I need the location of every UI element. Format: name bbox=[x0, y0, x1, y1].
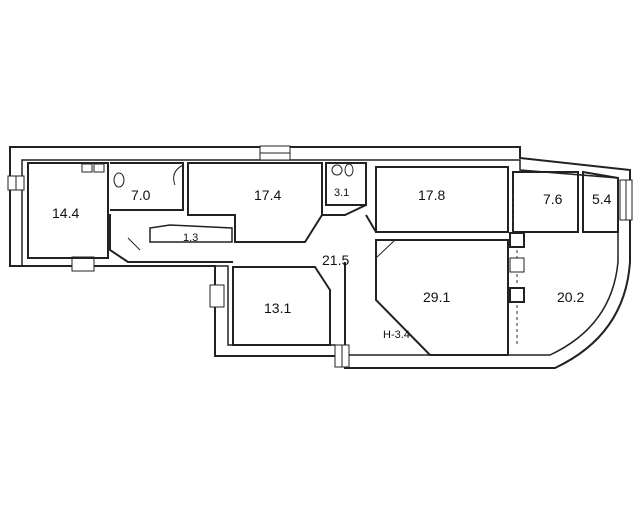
room-labels: 14.4 7.0 17.4 3.1 17.8 7.6 5.4 1.3 21.5 … bbox=[52, 187, 612, 341]
windows bbox=[7, 145, 633, 368]
interior-walls bbox=[27, 162, 619, 356]
room-label-e: 17.8 bbox=[418, 187, 445, 203]
room-label-g: 5.4 bbox=[592, 191, 612, 207]
room-label-d: 3.1 bbox=[334, 187, 349, 199]
fixtures bbox=[81, 163, 525, 273]
room-label-f: 7.6 bbox=[543, 191, 563, 207]
room-label-c: 17.4 bbox=[254, 187, 281, 203]
room-label-j: 13.1 bbox=[264, 300, 291, 316]
doors bbox=[127, 164, 397, 259]
room-label-k: 29.1 bbox=[423, 289, 450, 305]
ceiling-height-label: H-3.4 bbox=[383, 329, 410, 341]
room-label-a: 14.4 bbox=[52, 205, 79, 221]
room-label-i: 21.5 bbox=[322, 252, 349, 268]
dashed-boundaries bbox=[512, 195, 518, 345]
room-label-l: 20.2 bbox=[557, 289, 584, 305]
room-label-b: 7.0 bbox=[131, 187, 151, 203]
room-label-h: 1.3 bbox=[183, 232, 198, 244]
